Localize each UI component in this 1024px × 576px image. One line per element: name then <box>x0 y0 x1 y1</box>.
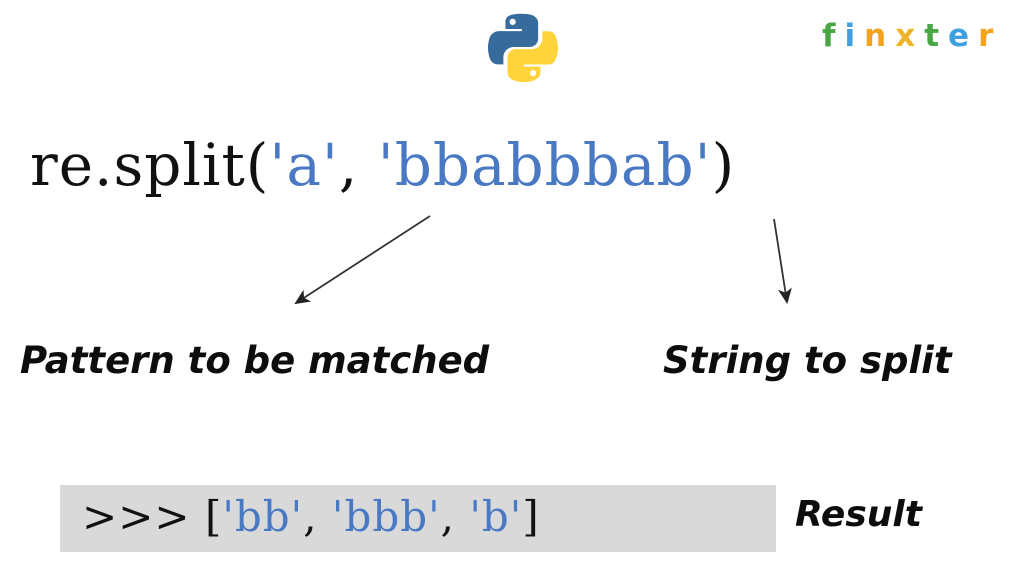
result-open-bracket: [ <box>204 492 223 541</box>
finxter-letter-n: n <box>864 17 896 54</box>
result-output-code: >>> ['bb', 'bbb', 'b'] <box>82 492 540 541</box>
string-annotation-label: String to split <box>663 339 952 382</box>
repl-prompt: >>> <box>82 492 205 541</box>
finxter-letter-x: x <box>895 17 925 54</box>
result-close-bracket: ] <box>522 492 540 541</box>
result-output-box <box>60 485 776 552</box>
finxter-letter-r: r <box>978 17 1003 54</box>
result-separator-1: , <box>440 492 470 541</box>
result-annotation-label: Result <box>795 494 922 535</box>
result-item-1: 'bbb' <box>331 492 441 541</box>
result-item-0: 'bb' <box>222 492 304 541</box>
code-string-argument: 'bbabbbab' <box>377 131 712 199</box>
finxter-letter-f: f <box>822 17 845 54</box>
code-argument-separator: , <box>338 131 378 199</box>
result-separator-0: , <box>303 492 332 541</box>
code-pattern-argument: 'a' <box>269 131 339 199</box>
finxter-letter-e: e <box>948 17 979 54</box>
finxter-letter-t: t <box>924 17 949 54</box>
code-call-prefix: re.split( <box>30 131 270 199</box>
finxter-letter-i: i <box>844 17 865 54</box>
pattern-annotation-label: Pattern to be matched <box>20 339 490 382</box>
python-logo <box>485 8 559 83</box>
code-call-suffix: ) <box>711 131 736 199</box>
code-expression: re.split('a', 'bbabbbab') <box>30 131 736 199</box>
result-item-2: 'b' <box>469 492 523 541</box>
